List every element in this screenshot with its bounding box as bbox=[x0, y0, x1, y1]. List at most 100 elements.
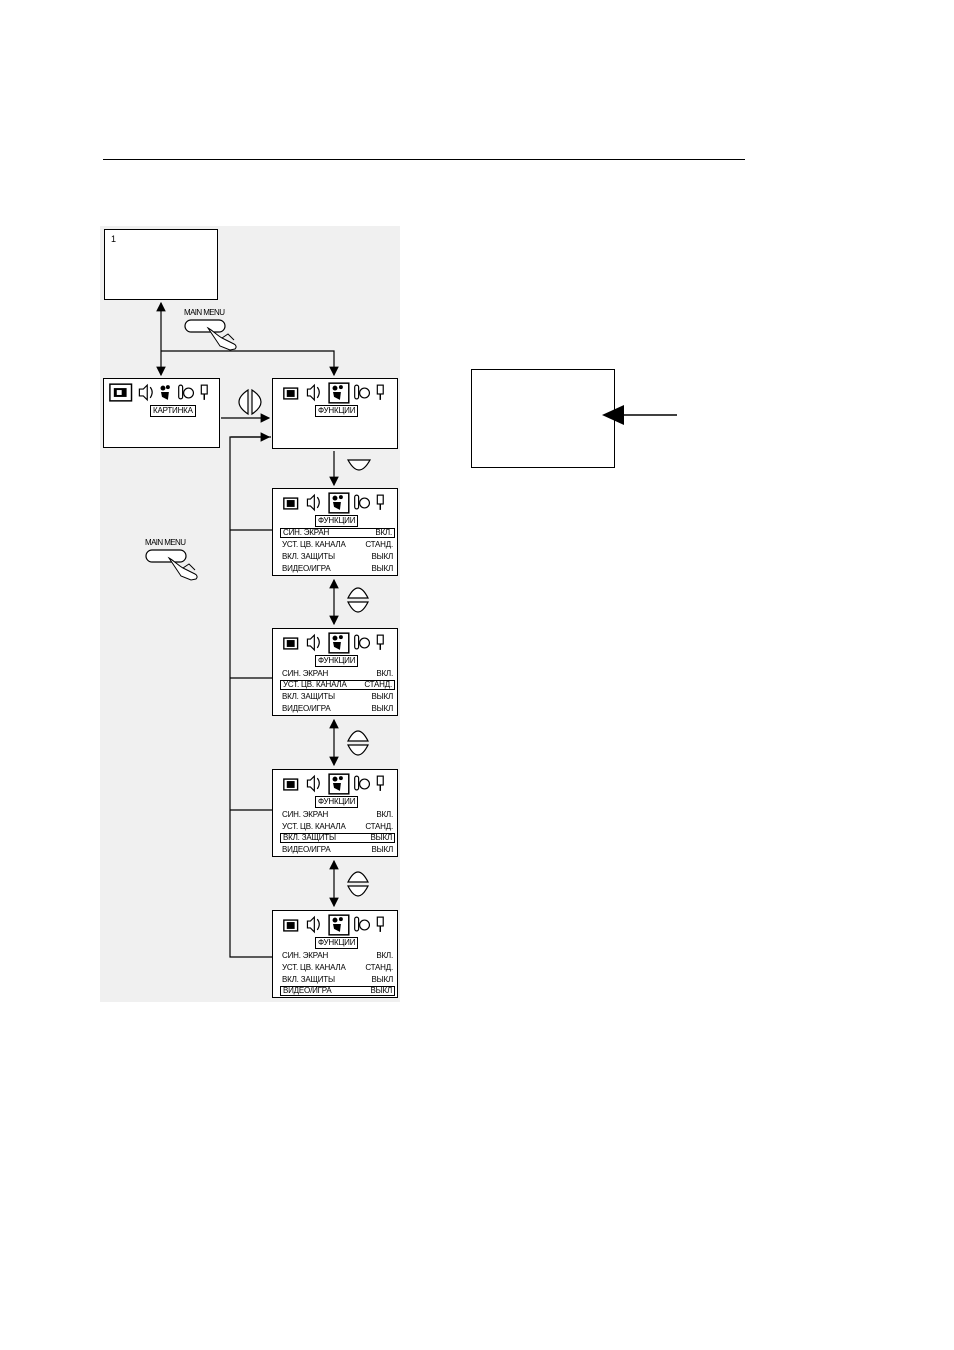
menu-item-protection[interactable]: ВКЛ. ЗАЩИТЫ ВЫКЛ bbox=[280, 692, 395, 702]
item-label: СИН. ЭКРАН bbox=[282, 951, 329, 960]
item-label: СИН. ЭКРАН bbox=[282, 810, 329, 819]
item-label: ВКЛ. ЗАЩИТЫ bbox=[282, 975, 335, 984]
functions-menu-title: ФУНКЦИИ bbox=[315, 655, 359, 667]
setup-icon bbox=[376, 916, 384, 932]
up-key-icon bbox=[347, 587, 369, 599]
picture-icon bbox=[283, 637, 299, 650]
diagram-background bbox=[100, 226, 400, 1002]
menu-icon-bar bbox=[283, 632, 384, 654]
down-key-icon bbox=[347, 744, 369, 756]
function-icon bbox=[328, 773, 350, 795]
main-menu-button-side[interactable] bbox=[143, 546, 203, 582]
item-label: ВИДЕО/ИГРА bbox=[282, 564, 331, 573]
function-icon bbox=[328, 492, 350, 514]
function-icon bbox=[328, 382, 350, 404]
channel-number: 1 bbox=[111, 234, 117, 244]
picture-menu-title: КАРТИНКА bbox=[150, 405, 196, 417]
item-label: СИН. ЭКРАН bbox=[283, 528, 330, 537]
item-value: ВЫКЛ bbox=[371, 704, 393, 713]
functions-menu-title: ФУНКЦИИ bbox=[315, 796, 359, 808]
setup-icon bbox=[200, 384, 208, 400]
functions-menu-title: ФУНКЦИИ bbox=[315, 515, 359, 527]
up-key-icon bbox=[347, 871, 369, 883]
item-value: ВЫКЛ bbox=[371, 975, 393, 984]
down-key-icon bbox=[347, 601, 369, 613]
item-label: СИН. ЭКРАН bbox=[282, 669, 329, 678]
header-rule bbox=[103, 159, 745, 160]
main-menu-button-top[interactable] bbox=[182, 316, 242, 352]
up-down-keys-3 bbox=[347, 871, 369, 897]
menu-item-protection[interactable]: ВКЛ. ЗАЩИТЫ ВЫКЛ bbox=[280, 975, 395, 985]
item-label: УСТ. ЦВ. КАНАЛА bbox=[282, 540, 346, 549]
function-icon bbox=[328, 632, 350, 654]
down-key-icon bbox=[347, 885, 369, 897]
item-value: ВЫКЛ bbox=[370, 986, 392, 995]
menu-icon-bar bbox=[283, 382, 384, 404]
channel-screen: 1 bbox=[104, 229, 218, 300]
item-label: ВКЛ. ЗАЩИТЫ bbox=[283, 833, 336, 842]
setup-icon bbox=[376, 634, 384, 650]
picture-icon bbox=[283, 387, 299, 400]
sound-icon bbox=[306, 493, 320, 512]
menu-icon-bar bbox=[109, 383, 208, 402]
picture-icon bbox=[283, 778, 299, 791]
item-value: ВЫКЛ bbox=[371, 564, 393, 573]
functions-menu-title: ФУНКЦИИ bbox=[315, 937, 359, 949]
menu-item-blue-screen[interactable]: СИН. ЭКРАН ВКЛ. bbox=[280, 951, 395, 961]
sound-icon bbox=[306, 774, 320, 793]
item-value: ВЫКЛ bbox=[371, 552, 393, 561]
timer-icon bbox=[354, 634, 371, 650]
menu-item-video-game[interactable]: ВИДЕО/ИГРА ВЫКЛ bbox=[280, 564, 395, 574]
sound-icon bbox=[138, 383, 153, 402]
item-value: ВЫКЛ bbox=[370, 833, 392, 842]
pointer-arrowhead bbox=[602, 405, 624, 425]
setup-icon bbox=[376, 494, 384, 510]
menu-item-video-game[interactable]: ВИДЕО/ИГРА ВЫКЛ bbox=[280, 986, 395, 996]
left-key-icon bbox=[238, 388, 249, 416]
item-label: ВИДЕО/ИГРА bbox=[282, 704, 331, 713]
item-label: ВИДЕО/ИГРА bbox=[282, 845, 331, 854]
item-label: ВКЛ. ЗАЩИТЫ bbox=[282, 552, 335, 561]
preview-screen bbox=[471, 369, 615, 468]
main-menu-label-side: MAIN MENU bbox=[145, 538, 186, 547]
menu-item-protection[interactable]: ВКЛ. ЗАЩИТЫ ВЫКЛ bbox=[280, 552, 395, 562]
item-value: ВКЛ. bbox=[376, 951, 393, 960]
main-menu-label-top: MAIN MENU bbox=[184, 308, 225, 317]
item-label: УСТ. ЦВ. КАНАЛА bbox=[282, 822, 346, 831]
sound-icon bbox=[306, 383, 320, 402]
menu-item-video-game[interactable]: ВИДЕО/ИГРА ВЫКЛ bbox=[280, 704, 395, 714]
setup-icon bbox=[376, 775, 384, 791]
item-value: ВКЛ. bbox=[375, 528, 392, 537]
up-down-keys-1 bbox=[347, 587, 369, 613]
menu-icon-bar bbox=[283, 492, 384, 514]
timer-icon bbox=[354, 775, 371, 791]
right-key-icon bbox=[251, 388, 262, 416]
timer-icon bbox=[354, 384, 371, 400]
menu-item-blue-screen[interactable]: СИН. ЭКРАН ВКЛ. bbox=[280, 528, 395, 538]
picture-icon bbox=[283, 497, 299, 510]
menu-icon-bar bbox=[283, 914, 384, 936]
item-label: ВКЛ. ЗАЩИТЫ bbox=[282, 692, 335, 701]
item-value: ВЫКЛ bbox=[371, 845, 393, 854]
up-down-keys-2 bbox=[347, 730, 369, 756]
hand-press-icon bbox=[145, 549, 198, 581]
menu-item-protection[interactable]: ВКЛ. ЗАЩИТЫ ВЫКЛ bbox=[280, 833, 395, 843]
menu-icon-bar bbox=[283, 773, 384, 795]
up-key-icon bbox=[347, 730, 369, 742]
functions-menu-title: ФУНКЦИИ bbox=[315, 405, 359, 417]
item-label: ВИДЕО/ИГРА bbox=[283, 986, 332, 995]
item-value: ВЫКЛ bbox=[371, 692, 393, 701]
menu-item-video-game[interactable]: ВИДЕО/ИГРА ВЫКЛ bbox=[280, 845, 395, 855]
timer-icon bbox=[354, 494, 371, 510]
